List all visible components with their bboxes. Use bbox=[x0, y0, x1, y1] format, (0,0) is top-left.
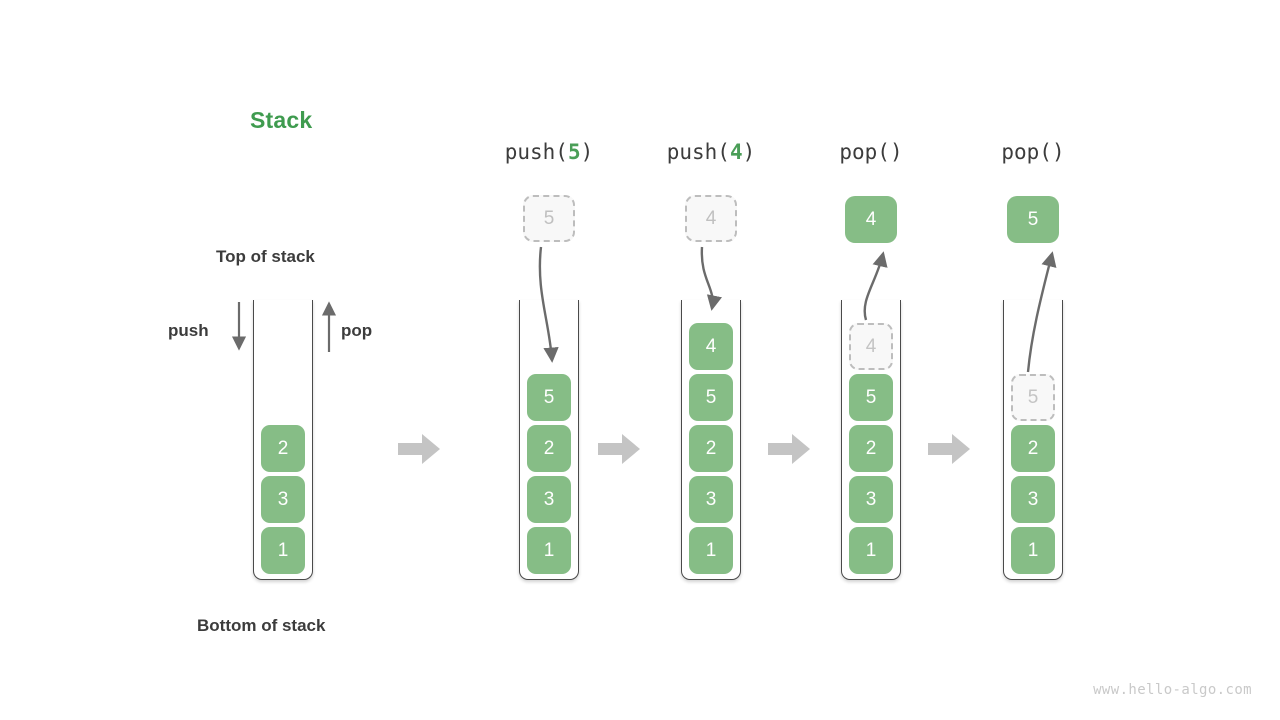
stack-cell: 3 bbox=[689, 476, 733, 523]
operation-name: pop( bbox=[1001, 140, 1052, 164]
label-top-of-stack: Top of stack bbox=[216, 247, 315, 266]
float-box-pop-2: 5 bbox=[1007, 196, 1059, 243]
operation-label-pop-1: pop() bbox=[781, 140, 961, 164]
operation-label-pop-2: pop() bbox=[943, 140, 1123, 164]
stack-cell: 1 bbox=[1011, 527, 1055, 574]
page-title: Stack bbox=[250, 107, 313, 133]
float-box-push-5: 5 bbox=[523, 195, 575, 242]
transition-arrow-3 bbox=[768, 434, 810, 464]
operation-close-paren: ) bbox=[580, 140, 594, 164]
stack-cell-ghost: 4 bbox=[849, 323, 893, 370]
stack-cell: 2 bbox=[849, 425, 893, 472]
stack-cell: 1 bbox=[689, 527, 733, 574]
stack-cell: 5 bbox=[689, 374, 733, 421]
transition-arrow-2 bbox=[598, 434, 640, 464]
stack-cell: 2 bbox=[261, 425, 305, 472]
stack-cell-ghost: 5 bbox=[1011, 374, 1055, 421]
operation-close-paren: ) bbox=[889, 140, 903, 164]
stack-cell: 1 bbox=[849, 527, 893, 574]
operation-close-paren: ) bbox=[742, 140, 756, 164]
stack-cell: 3 bbox=[527, 476, 571, 523]
stack-cell: 5 bbox=[849, 374, 893, 421]
operation-argument: 4 bbox=[729, 140, 743, 164]
operation-name: pop( bbox=[839, 140, 890, 164]
stack-cell: 3 bbox=[849, 476, 893, 523]
stack-cell: 2 bbox=[527, 425, 571, 472]
watermark: www.hello-algo.com bbox=[1093, 682, 1252, 698]
stack-cell: 1 bbox=[261, 527, 305, 574]
stack-cell: 3 bbox=[1011, 476, 1055, 523]
operation-label-push-4: push(4) bbox=[621, 140, 801, 164]
transition-arrow-4 bbox=[928, 434, 970, 464]
operation-argument: 5 bbox=[567, 140, 581, 164]
operation-name: push( bbox=[666, 140, 730, 164]
operation-name: push( bbox=[504, 140, 568, 164]
stack-cell: 4 bbox=[689, 323, 733, 370]
stack-cell: 2 bbox=[689, 425, 733, 472]
operation-close-paren: ) bbox=[1051, 140, 1065, 164]
operation-label-push-5: push(5) bbox=[459, 140, 639, 164]
float-box-pop-1: 4 bbox=[845, 196, 897, 243]
label-pop: pop bbox=[341, 321, 373, 340]
float-box-push-4: 4 bbox=[685, 195, 737, 242]
transition-arrow-1 bbox=[398, 434, 440, 464]
label-bottom-of-stack: Bottom of stack bbox=[197, 616, 326, 635]
push-4-motion-arrow bbox=[700, 246, 722, 311]
stack-cell: 1 bbox=[527, 527, 571, 574]
label-push: push bbox=[168, 321, 209, 340]
stack-cell: 5 bbox=[527, 374, 571, 421]
stack-cell: 2 bbox=[1011, 425, 1055, 472]
stack-cell: 3 bbox=[261, 476, 305, 523]
